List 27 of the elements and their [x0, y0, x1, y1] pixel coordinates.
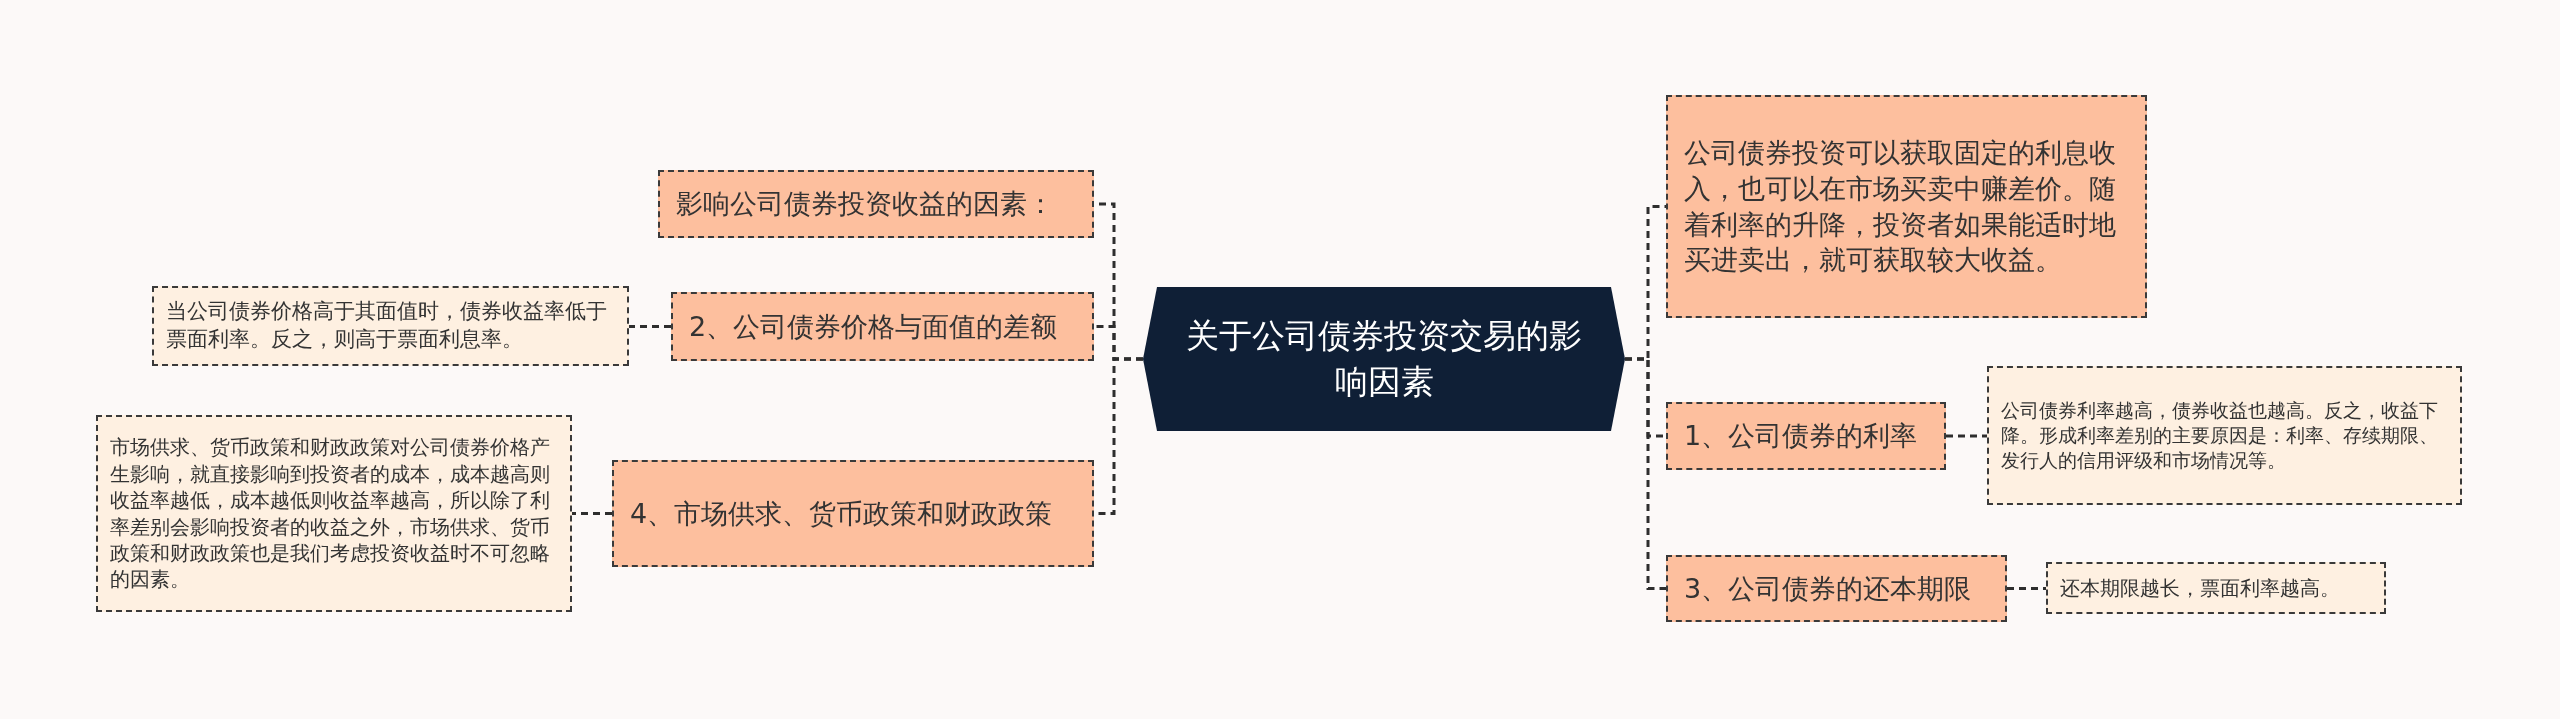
connector-line [1625, 357, 1666, 590]
detail-text: 公司债券利率越高，债券收益也越高。反之，收益下降。形成利率差别的主要原因是：利率、存续期限、发行人的信用评级和市场情况等。 [2001, 397, 2439, 474]
connector-line [572, 512, 612, 515]
central-topic [1143, 287, 1625, 431]
detail-text: 市场供求、货币政策和财政政策对公司债券价格产生影响，就直接影响到投资者的成本，成本越高则收益率越低，成本越低则收益率越高，所以除了利率差别会影响投资者的收益之外，市场供求、货币政策和财政政策也是我们考虑投资收益时不可忽略的因素。 [110, 434, 551, 593]
topic-text: 1、公司债券的利率 [1684, 419, 1918, 454]
topic-box [1666, 555, 2007, 622]
detail-text: 当公司债券价格高于其面值时，债券收益率低于票面利率。反之，则高于票面利息率。 [166, 298, 608, 353]
connector-line [629, 325, 671, 328]
topic-box [612, 460, 1094, 567]
topic-text: 公司债券投资可以获取固定的利息收入，也可以在市场买卖中赚差价。随着利率的升降，投资者如果能适时地买进卖出，就可获取较大收益。 [1684, 136, 2117, 278]
topic-box [671, 292, 1094, 361]
topic-text: 4、市场供求、货币政策和财政政策 [630, 496, 1053, 531]
detail-box [152, 286, 629, 366]
topic-box [1666, 402, 1946, 470]
topic-box [658, 170, 1094, 238]
connector-line [1946, 434, 1987, 438]
topic-text: 2、公司债券价格与面值的差额 [689, 309, 1058, 344]
detail-text: 还本期限越长，票面利率越高。 [2060, 574, 2340, 602]
topic-title: 关于公司债券投资交易的影响因素 [1185, 314, 1583, 403]
detail-box [1987, 366, 2462, 505]
topic-text: 3、公司债券的还本期限 [1684, 571, 1972, 606]
topic-text: 影响公司债券投资收益的因素： [676, 187, 1054, 222]
detail-box [96, 415, 572, 612]
topic-box [1666, 95, 2147, 318]
detail-box [2046, 562, 2386, 614]
connector-line [2007, 587, 2046, 590]
